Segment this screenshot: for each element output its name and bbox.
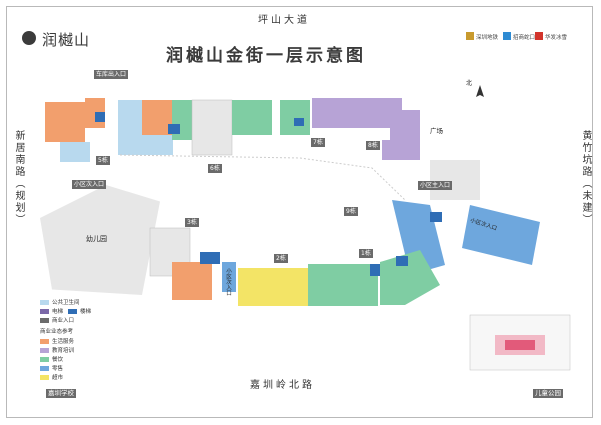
legend-swatch — [40, 375, 49, 380]
legend-section-title: 商业业态参考 — [40, 329, 74, 335]
legend-item: 公共卫生间 — [40, 298, 80, 306]
label-b6: 6栋 — [208, 164, 222, 173]
label-b2: 2栋 — [274, 254, 288, 263]
building-lower-right — [380, 250, 440, 305]
page-title: 润樾山金街一层示意图 — [166, 46, 366, 66]
building-3 — [149, 227, 220, 300]
building-8 — [312, 98, 420, 160]
label-b3: 3栋 — [185, 218, 199, 227]
legend-swatch — [40, 300, 49, 305]
label-community-sub: 小区次入口 — [72, 180, 107, 189]
road-left: 新居南路（规划） — [13, 130, 24, 226]
logo-text: 润樾山 — [42, 31, 91, 49]
building-9 — [392, 200, 445, 275]
legend-item: 电梯 — [40, 307, 63, 315]
label-community-main: 小区主入口 — [418, 181, 453, 190]
legend-item: 楼梯 — [68, 307, 91, 315]
label-garage: 车库出入口 — [94, 70, 129, 79]
north-label: 北 — [466, 80, 473, 87]
sponsor-1: 深圳地铁 — [476, 35, 499, 41]
legend-category: 超市 — [40, 373, 63, 381]
label-b7: 7栋 — [311, 138, 325, 147]
label-vertical-left: 小区次入口 — [225, 268, 231, 296]
legend-swatch — [68, 309, 77, 314]
label-b1: 1栋 — [359, 249, 373, 258]
legend-swatch — [40, 357, 49, 362]
legend-swatch — [40, 318, 49, 323]
label-b5: 5栋 — [96, 156, 110, 165]
legend-swatch — [40, 309, 49, 314]
legend-category: 餐饮 — [40, 355, 63, 363]
building-7 — [280, 100, 310, 135]
legend-category: 零售 — [40, 364, 63, 372]
label-kindergarten: 幼儿园 — [86, 235, 107, 243]
legend-swatch — [40, 339, 49, 344]
legend-swatch — [40, 348, 49, 353]
building-2 — [222, 262, 308, 306]
road-bottom: 嘉圳岭北路 — [250, 380, 315, 391]
sponsor-3: 华发冰雪 — [545, 35, 568, 41]
logo-icon — [22, 31, 36, 45]
label-square: 广场 — [430, 127, 443, 135]
road-top: 坪山大道 — [258, 15, 310, 26]
legend-category: 生活服务 — [40, 337, 74, 345]
legend-swatch — [40, 366, 49, 371]
map-frame — [6, 6, 593, 418]
label-school: 嘉圳学校 — [46, 389, 76, 398]
sponsor-logo-icon — [535, 32, 543, 40]
sponsor-logo-icon — [466, 32, 474, 40]
building-1 — [308, 264, 382, 306]
label-b8: 8栋 — [366, 141, 380, 150]
square-zone — [430, 160, 480, 200]
sponsor-logo-icon — [503, 32, 511, 40]
building-5 — [45, 98, 105, 162]
building-right — [462, 205, 540, 265]
label-park: 儿童公园 — [533, 389, 563, 398]
legend-item: 商业入口 — [40, 316, 74, 324]
legend-category: 教育培训 — [40, 346, 74, 354]
building-6 — [118, 99, 272, 156]
label-b9: 9栋 — [344, 207, 358, 216]
sponsor-2: 招商蛇口 — [513, 35, 536, 41]
road-right: 黄竹坑路（未建） — [580, 130, 591, 226]
